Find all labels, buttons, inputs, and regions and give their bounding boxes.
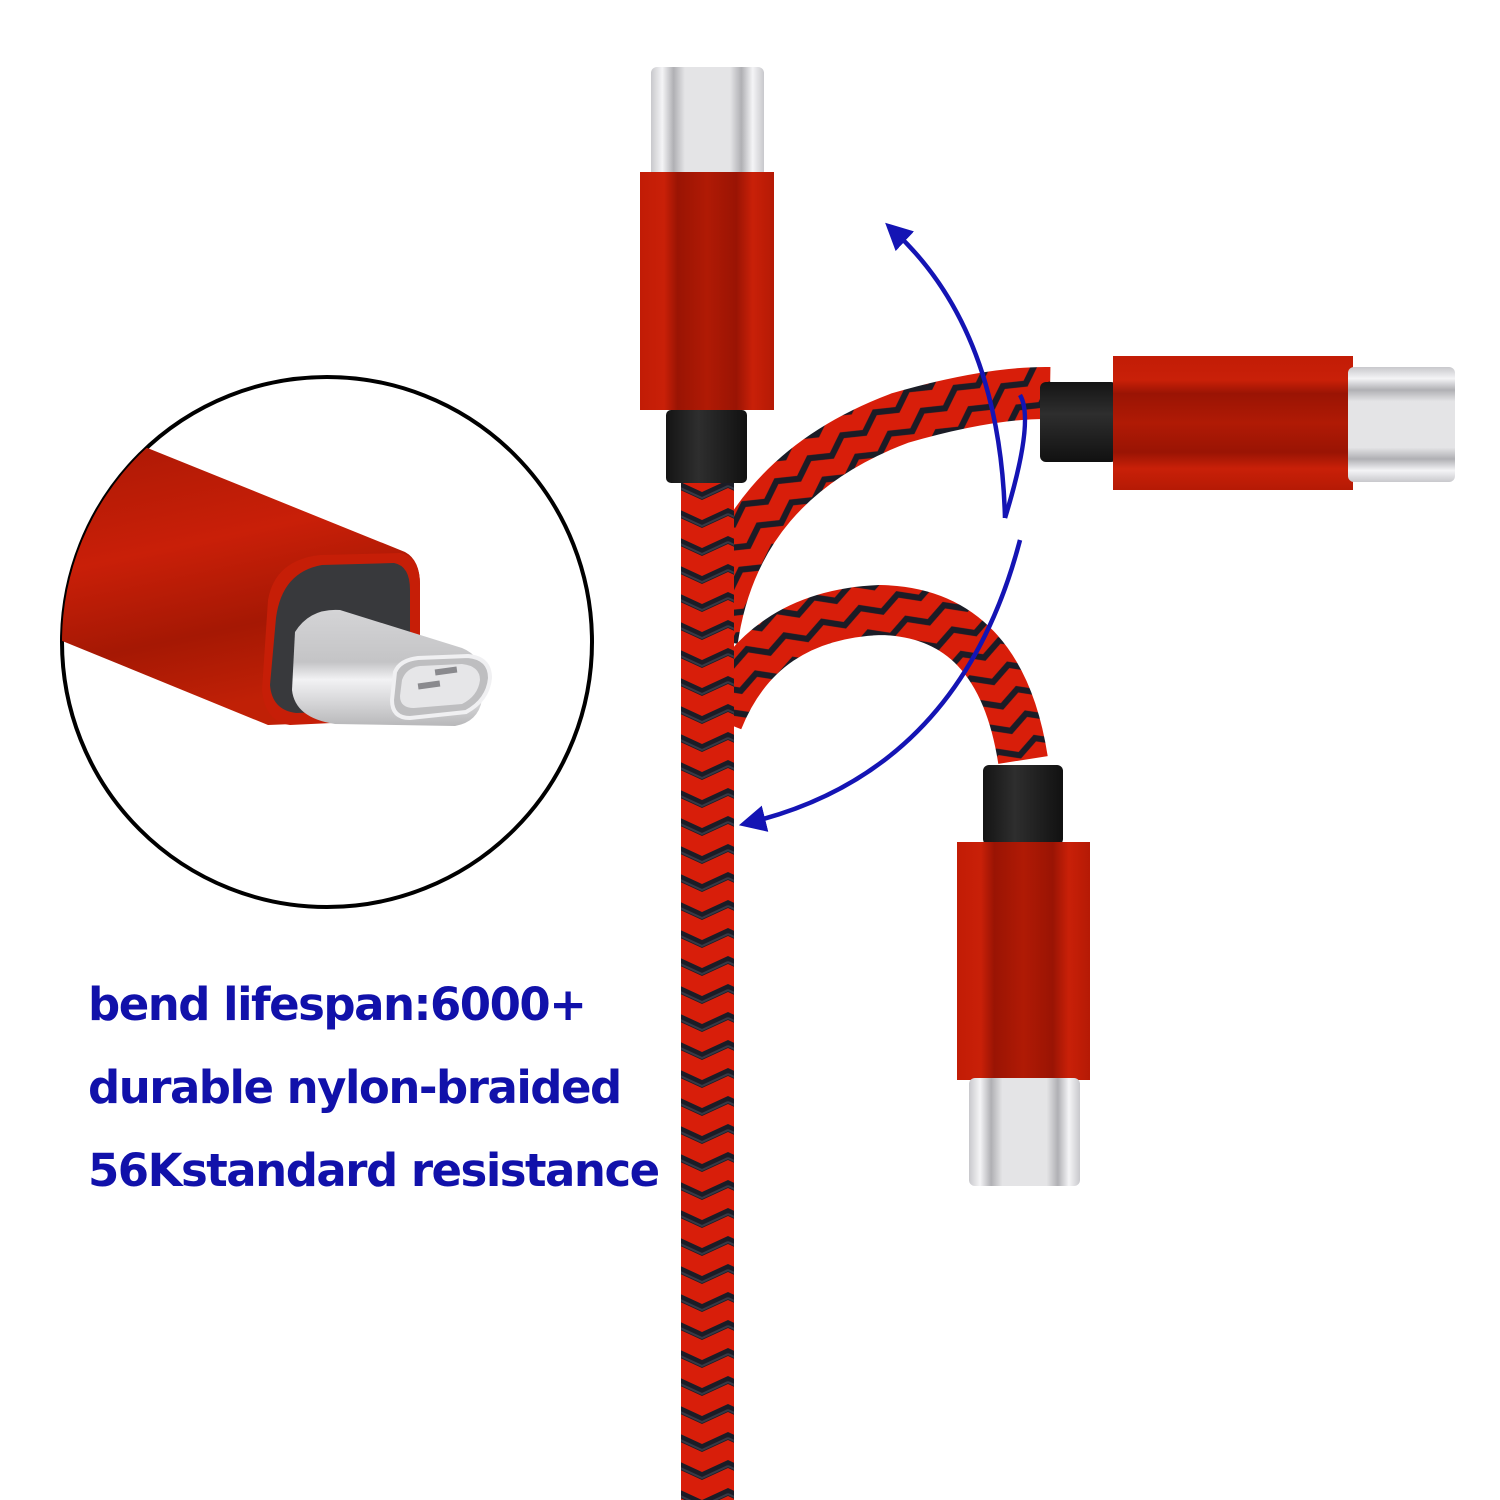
strain-relief-bottom	[983, 765, 1063, 845]
housing-top	[640, 172, 774, 410]
bend-arrow-up-icon	[885, 222, 1008, 519]
bottom-connector	[957, 765, 1090, 1186]
cable-main	[681, 478, 734, 1500]
top-connector	[640, 67, 774, 483]
usb-c-plug-bottom	[969, 1078, 1080, 1186]
cable-branch-bottom	[694, 584, 1048, 765]
cable-branch-right	[686, 366, 1051, 645]
connector-closeup	[60, 375, 594, 909]
strain-relief-right	[1040, 382, 1117, 462]
feature-bend-lifespan: bend lifespan:6000+	[88, 978, 587, 1031]
feature-resistance: 56Kstandard resistance	[88, 1144, 660, 1197]
bend-arrow-down-icon	[738, 539, 1023, 832]
feature-nylon-braided: durable nylon-braided	[88, 1061, 622, 1114]
usb-c-plug-right	[1348, 367, 1455, 482]
usb-c-plug-top	[651, 67, 764, 177]
housing-bottom	[957, 842, 1090, 1080]
bend-arrow-curve-icon	[1002, 393, 1028, 519]
housing-right	[1113, 356, 1353, 490]
right-connector	[1040, 356, 1455, 490]
strain-relief-top	[666, 410, 747, 483]
